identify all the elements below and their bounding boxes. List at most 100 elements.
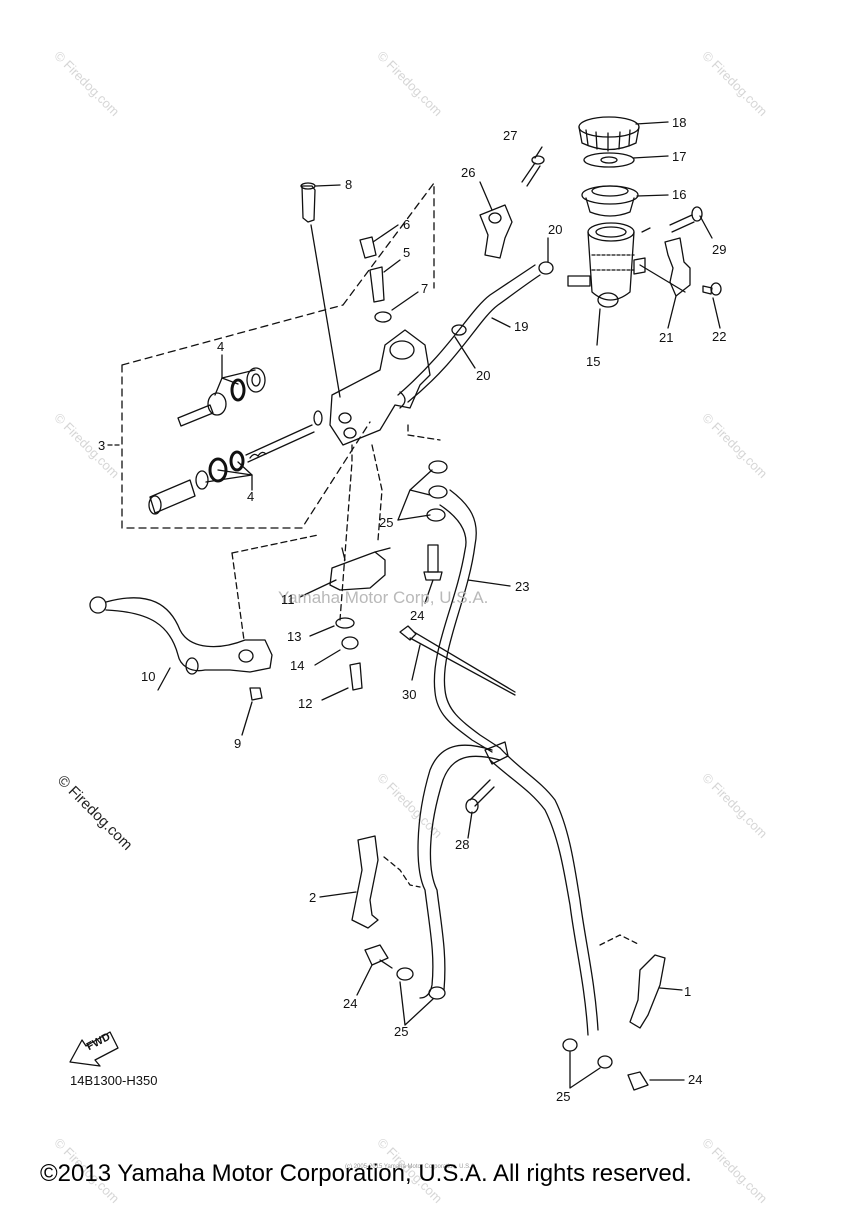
reservoir-bracket [479, 204, 513, 259]
leader-9 [241, 701, 253, 736]
diaphragm [581, 185, 639, 205]
leader-11 [299, 579, 337, 598]
reservoir [567, 222, 646, 308]
leader-24a [424, 579, 434, 604]
callout-9: 9 [234, 736, 242, 751]
leader-4b3 [205, 474, 253, 483]
leader-1 [659, 987, 683, 991]
nut-9 [249, 687, 263, 701]
leader-29 [699, 215, 713, 239]
callout-24: 24 [688, 1072, 703, 1087]
callout-16: 16 [672, 187, 687, 202]
leader-7 [391, 291, 419, 311]
callout-29: 29 [712, 242, 727, 257]
leader-26 [479, 181, 493, 211]
leader-20b [454, 336, 476, 369]
hose-holder-1 [629, 954, 666, 1029]
callout-17: 17 [672, 149, 687, 164]
leader-25a [397, 469, 433, 521]
callout-18: 18 [672, 115, 687, 130]
leader-4a [214, 354, 223, 396]
callout-5: 5 [403, 245, 411, 260]
brake-hose-right [499, 747, 599, 1031]
center-watermark: Yamaha Motor Corp, U.S.A. [278, 588, 489, 607]
copyright-notice: ©2013 Yamaha Motor Corporation, U.S.A. A… [40, 1160, 692, 1187]
callout-1: 1 [684, 984, 692, 999]
leader-10 [157, 667, 171, 691]
screw-22 [702, 285, 713, 295]
part-code: 14B1300-H350 [70, 1073, 158, 1088]
leader-19 [491, 317, 511, 328]
callout-21: 21 [659, 330, 674, 345]
piston-kit-upper [177, 367, 266, 427]
hose-clip [451, 324, 467, 336]
cap-6 [359, 236, 377, 259]
bleed-screw-8 [301, 185, 316, 223]
leader-16 [636, 194, 669, 197]
washer-25 [396, 967, 414, 981]
callout-10: 10 [141, 669, 156, 684]
callout-25: 25 [379, 515, 394, 530]
callout-30: 30 [402, 687, 417, 702]
banjo-bolt-24-right [627, 1071, 649, 1091]
callout-4: 4 [247, 489, 255, 504]
callout-27: 27 [503, 128, 518, 143]
callout-13: 13 [287, 629, 302, 644]
reservoir-cap [578, 116, 640, 152]
callout-4: 4 [217, 339, 225, 354]
hose-joint [484, 741, 509, 765]
cable-tie [399, 625, 417, 641]
washer-25 [597, 1055, 613, 1069]
leader-22 [712, 297, 721, 329]
leader-24b [356, 964, 373, 996]
washer-25 [562, 1038, 578, 1052]
callout-2: 2 [309, 890, 317, 905]
callout-28: 28 [455, 837, 470, 852]
banjo-bolt-24 [427, 544, 439, 573]
leader-30 [411, 644, 421, 681]
leader-21 [641, 227, 651, 233]
leader-4b2 [217, 469, 253, 476]
reservoir-hose [397, 264, 536, 396]
callout-8: 8 [345, 177, 353, 192]
callout-12: 12 [298, 696, 313, 711]
washer-13 [335, 617, 355, 629]
callout-11: 11 [281, 592, 295, 607]
leader-25c [569, 1051, 601, 1089]
callout-26: 26 [461, 165, 476, 180]
banjo-bolt-24-left [364, 944, 389, 966]
callout-22: 22 [712, 329, 727, 344]
callout-20: 20 [548, 222, 563, 237]
callout-24: 24 [343, 996, 358, 1011]
screw-12 [349, 662, 363, 691]
leader-12 [321, 687, 349, 701]
leader-23 [467, 579, 511, 587]
brake-lever [89, 596, 273, 675]
fwd-arrow [69, 1031, 119, 1067]
bleeder-5 [369, 266, 385, 303]
callout-23: 23 [515, 579, 530, 594]
callout-7: 7 [421, 281, 429, 296]
brake-switch [329, 551, 386, 591]
leader-28 [467, 811, 473, 839]
washer-7 [374, 311, 392, 323]
callout-25: 25 [556, 1089, 571, 1104]
bolt-27 [521, 162, 541, 187]
callout-20: 20 [476, 368, 491, 383]
leader-4a2 [221, 377, 239, 385]
callout-25: 25 [394, 1024, 409, 1039]
leader-8 [315, 184, 341, 187]
brake-hose-left [417, 744, 493, 999]
leader-13 [309, 625, 335, 637]
hose-holder-2 [351, 835, 379, 929]
leader-25b [399, 981, 434, 1026]
guide-line [339, 444, 353, 621]
master-cylinder-kit-boundary [121, 182, 435, 529]
callout-15: 15 [586, 354, 601, 369]
brake-hose-upper [443, 489, 501, 749]
piston-kit-lower [148, 410, 323, 515]
leader-18 [635, 121, 669, 125]
diaphragm-plate [583, 152, 635, 168]
